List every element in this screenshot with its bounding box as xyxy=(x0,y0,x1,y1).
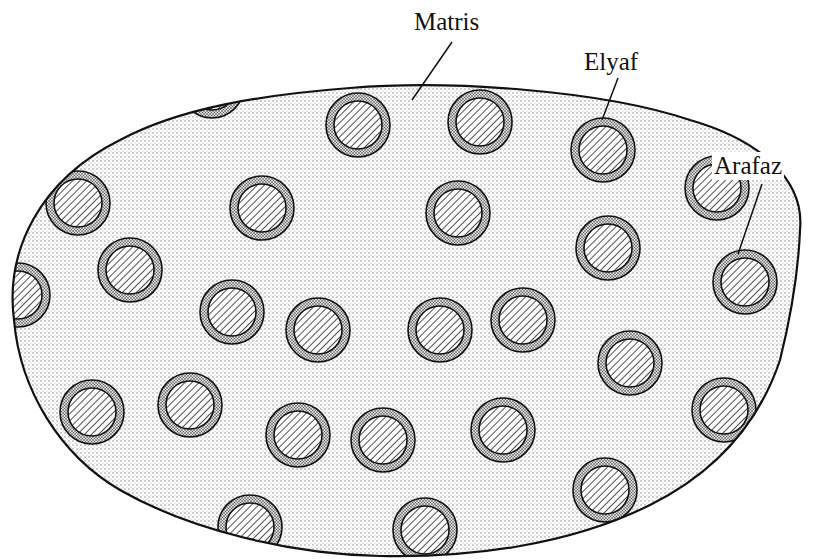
fiber-label: Elyaf xyxy=(582,48,640,76)
fiber-core xyxy=(238,184,286,232)
fiber-core xyxy=(581,466,629,514)
leader-line xyxy=(412,42,452,100)
interphase-ring xyxy=(491,288,555,352)
interphase-ring xyxy=(426,181,490,245)
interphase-ring xyxy=(471,398,535,462)
interphase-ring xyxy=(218,495,282,559)
interphase-ring xyxy=(408,298,472,362)
interphase-ring xyxy=(326,93,390,157)
fiber xyxy=(98,238,162,302)
leader-lines xyxy=(412,42,762,254)
fiber-core xyxy=(456,98,504,146)
interphase-ring xyxy=(230,176,294,240)
interphase-ring xyxy=(576,216,640,280)
interphase-ring xyxy=(573,458,637,522)
fiber xyxy=(326,93,390,157)
fiber xyxy=(218,495,282,559)
fiber-core xyxy=(401,506,449,554)
fiber xyxy=(230,176,294,240)
fiber xyxy=(598,331,662,395)
fiber-core xyxy=(208,288,256,336)
fiber-core xyxy=(274,411,322,459)
interphase-ring xyxy=(692,378,756,442)
interphase-ring xyxy=(351,408,415,472)
fiber xyxy=(408,298,472,362)
fiber xyxy=(0,263,50,327)
fiber xyxy=(713,250,777,314)
fiber xyxy=(351,408,415,472)
fiber-core xyxy=(479,406,527,454)
fiber-core xyxy=(0,271,42,319)
fiber-core xyxy=(334,101,382,149)
fiber xyxy=(180,54,244,118)
interphase-ring xyxy=(60,380,124,444)
fiber-core xyxy=(499,296,547,344)
fiber-core xyxy=(434,189,482,237)
fiber xyxy=(393,498,457,559)
interphase-ring xyxy=(448,90,512,154)
fiber-core xyxy=(359,416,407,464)
fiber-core xyxy=(700,386,748,434)
interphase-ring xyxy=(0,263,50,327)
fiber-core xyxy=(68,388,116,436)
fiber xyxy=(448,90,512,154)
fiber xyxy=(266,403,330,467)
fiber xyxy=(200,280,264,344)
fiber xyxy=(426,181,490,245)
interphase-ring xyxy=(158,373,222,437)
fiber-core xyxy=(416,306,464,354)
fiber xyxy=(571,118,635,182)
interphase-ring xyxy=(571,118,635,182)
interphase-ring xyxy=(713,250,777,314)
interphase-label: Arafaz xyxy=(712,152,784,180)
fiber-core xyxy=(54,179,102,227)
fiber xyxy=(158,373,222,437)
fiber-core xyxy=(106,246,154,294)
interphase-ring xyxy=(393,498,457,559)
fiber xyxy=(286,298,350,362)
fiber xyxy=(60,380,124,444)
fiber-core xyxy=(721,258,769,306)
fiber-core xyxy=(606,339,654,387)
interphase-ring xyxy=(266,403,330,467)
interphase-ring xyxy=(98,238,162,302)
fiber-core xyxy=(579,126,627,174)
matrix-region xyxy=(13,85,801,556)
leader-line xyxy=(602,78,618,120)
fiber-core xyxy=(584,224,632,272)
interphase-ring xyxy=(200,280,264,344)
fiber xyxy=(491,288,555,352)
interphase-ring xyxy=(598,331,662,395)
fiber-core xyxy=(166,381,214,429)
fiber-group xyxy=(0,54,777,559)
interphase-ring xyxy=(180,54,244,118)
fiber xyxy=(46,171,110,235)
fiber xyxy=(692,378,756,442)
section-outline xyxy=(13,85,801,556)
fiber xyxy=(573,458,637,522)
fiber xyxy=(576,216,640,280)
leader-line xyxy=(738,184,762,254)
matrix-label: Matris xyxy=(412,8,481,36)
fiber-core xyxy=(294,306,342,354)
fiber xyxy=(471,398,535,462)
interphase-ring xyxy=(46,171,110,235)
interphase-ring xyxy=(286,298,350,362)
